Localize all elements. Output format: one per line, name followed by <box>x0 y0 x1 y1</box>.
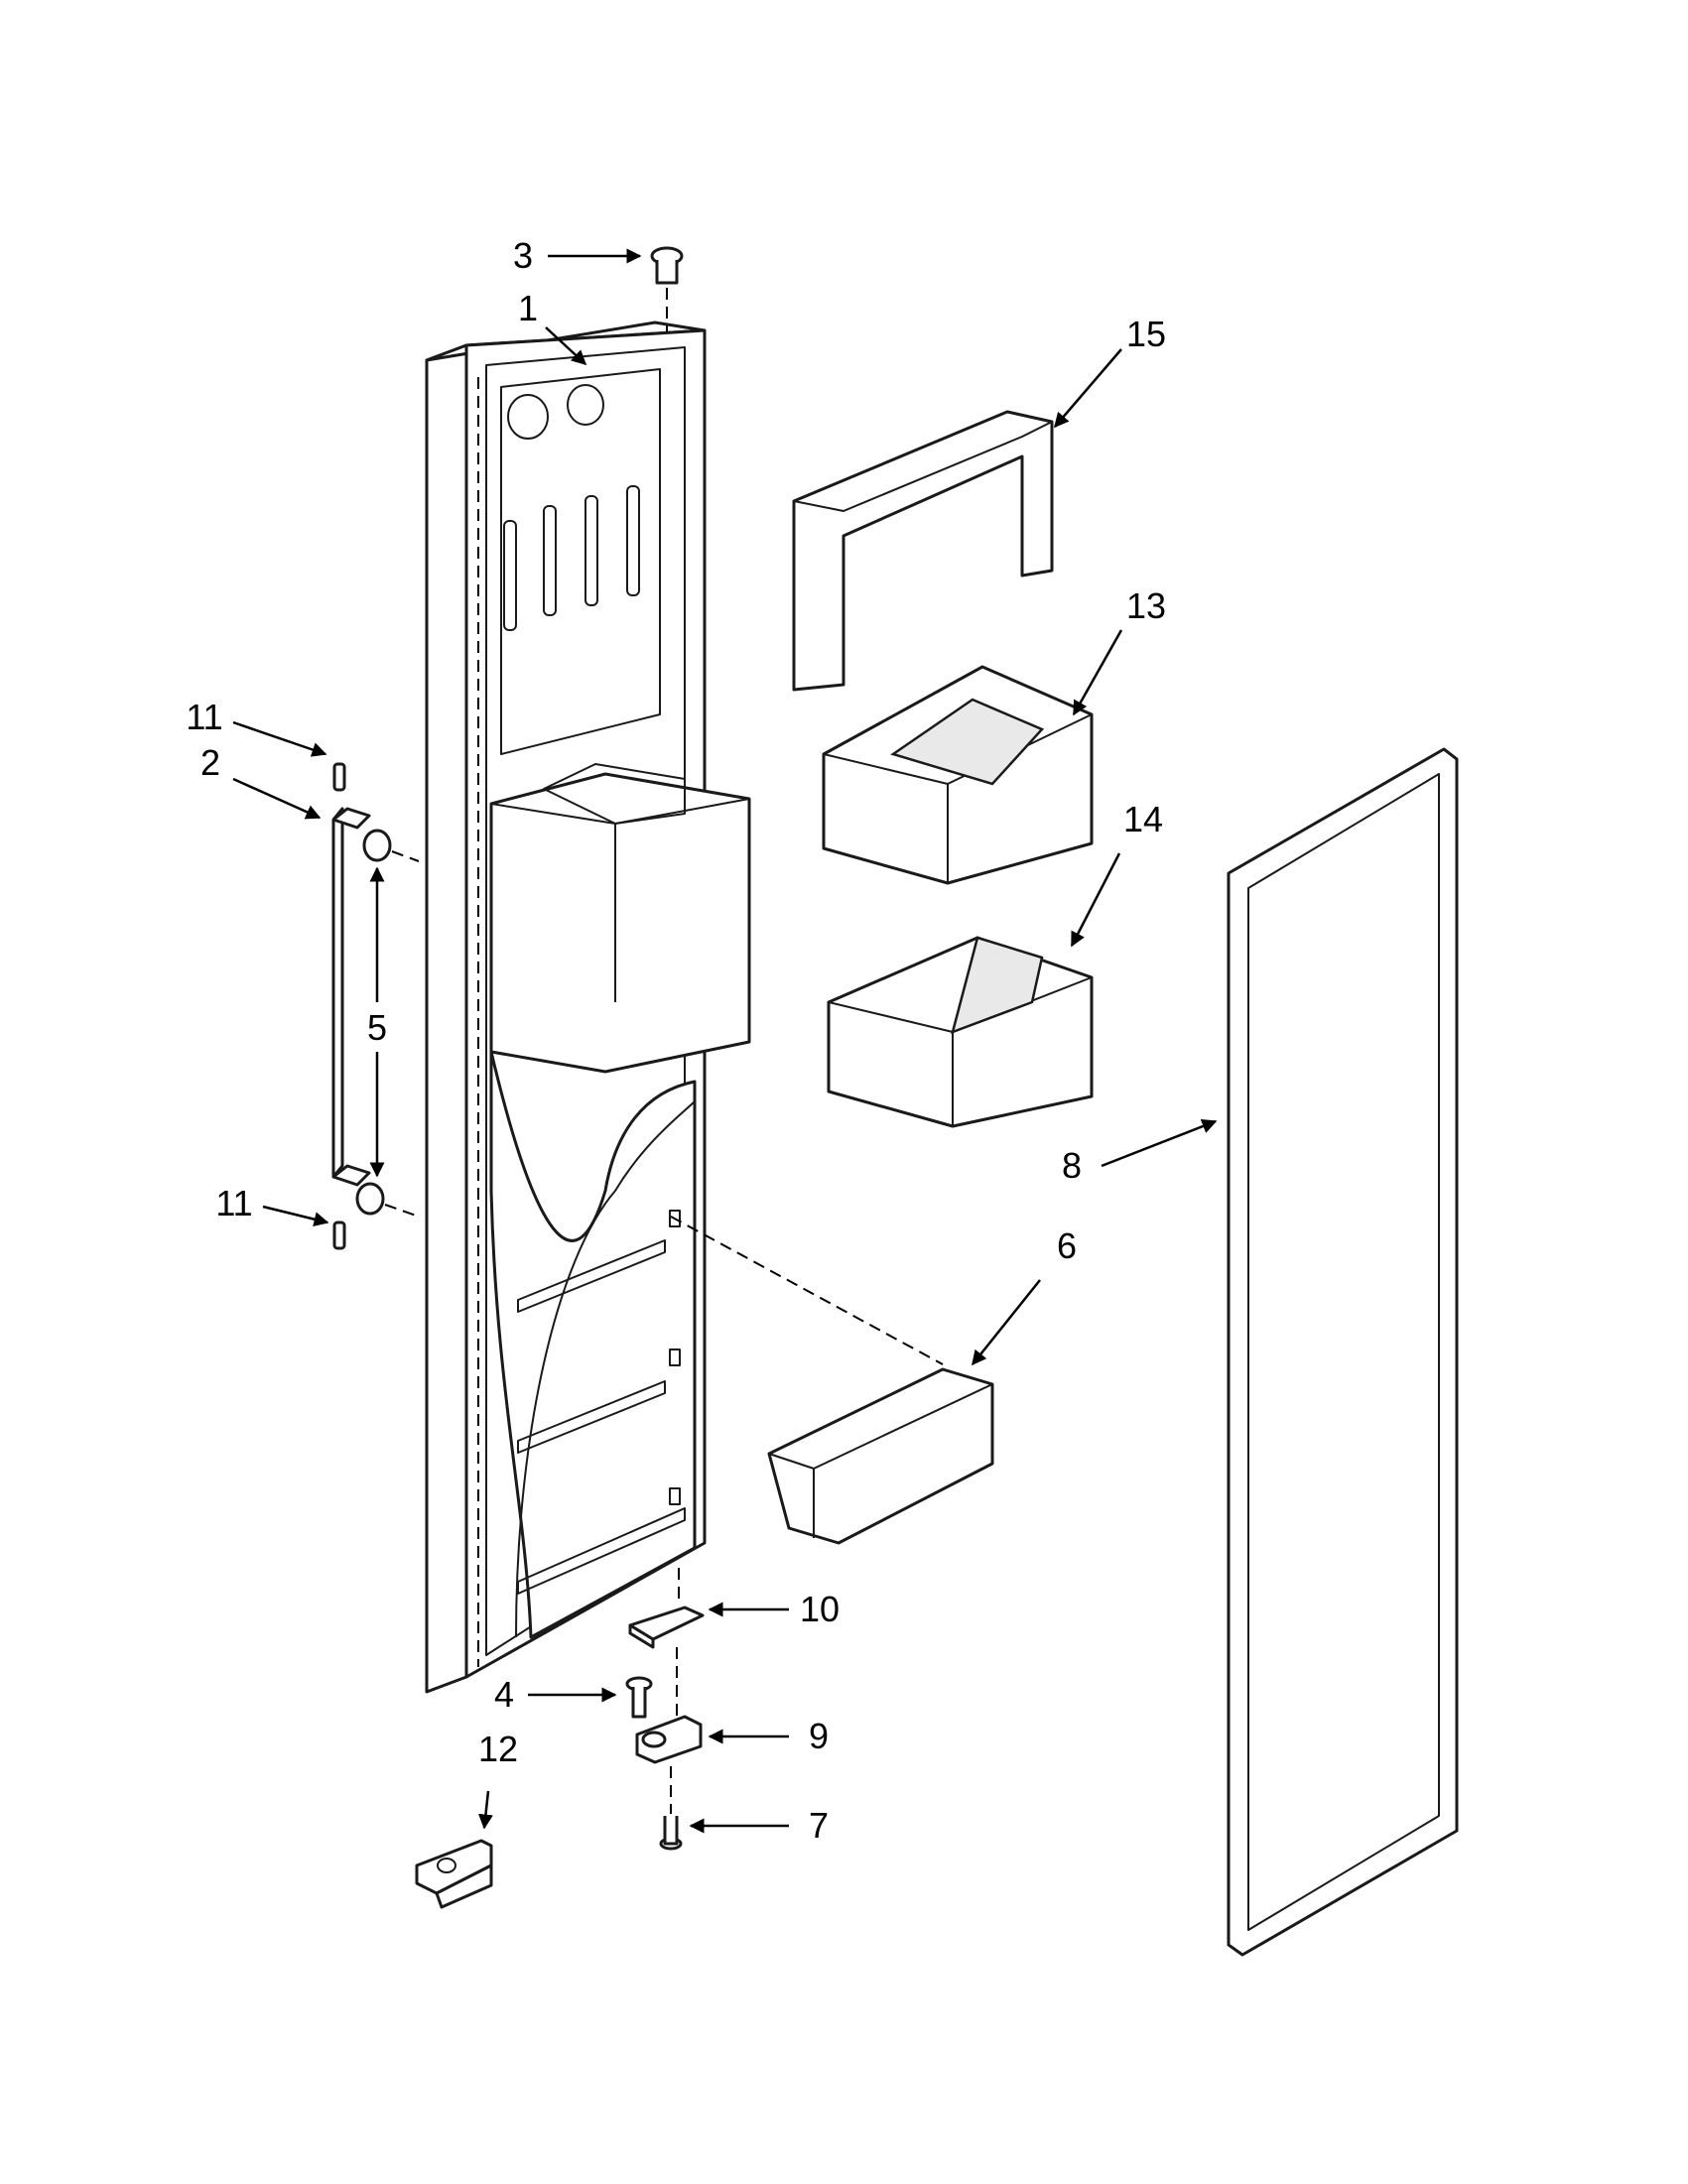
callout-14: 14 <box>1123 799 1163 839</box>
door-panel <box>425 321 751 1694</box>
spacer-parts <box>355 829 420 1218</box>
callout-6: 6 <box>1057 1225 1077 1266</box>
callout-9: 9 <box>809 1716 829 1756</box>
callout-12: 12 <box>478 1729 518 1769</box>
callout-10: 10 <box>800 1589 840 1629</box>
callout-15: 15 <box>1126 314 1166 354</box>
dispenser-trim-part <box>792 410 1054 692</box>
screw-4-part <box>625 1676 653 1719</box>
callout-2: 2 <box>200 742 220 783</box>
callout-labels: 1 2 3 4 5 6 7 8 9 10 11 11 12 13 14 15 <box>186 235 1166 1846</box>
screw-7-part <box>659 1766 683 1851</box>
switch-part <box>635 1647 703 1764</box>
callout-8: 8 <box>1062 1145 1082 1186</box>
leader-lines <box>232 248 1218 1834</box>
set-screw-parts <box>332 762 346 1250</box>
callout-5: 5 <box>367 1007 387 1048</box>
handle-part <box>331 807 371 1187</box>
callout-4: 4 <box>494 1674 514 1715</box>
top-screw-part <box>650 246 684 332</box>
callout-13: 13 <box>1126 585 1166 626</box>
door-bin-part <box>670 1216 994 1545</box>
callout-11-bottom: 11 <box>215 1183 252 1223</box>
bracket-part <box>628 1568 705 1649</box>
ice-tray-part <box>822 665 1094 885</box>
gasket-part <box>1227 747 1459 1957</box>
water-tray-part <box>827 936 1094 1128</box>
callout-11-top: 11 <box>186 697 222 737</box>
cover-part <box>415 1839 493 1909</box>
callout-1: 1 <box>518 288 538 328</box>
callout-3: 3 <box>513 235 533 276</box>
callout-7: 7 <box>809 1805 829 1846</box>
